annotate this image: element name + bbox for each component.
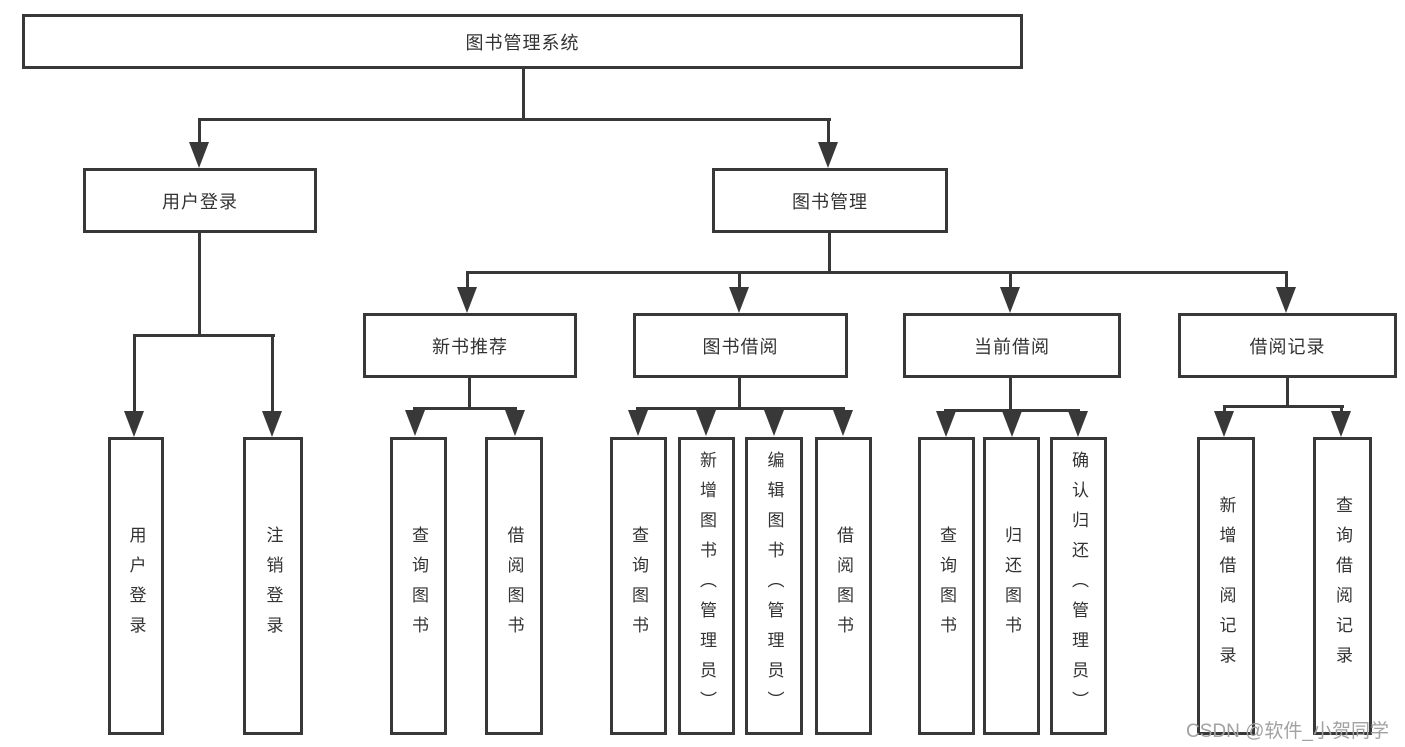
arrow-down-icon [124,411,144,437]
arrow-down-icon [189,142,209,168]
node-label: 用户登录 [162,191,238,212]
leaf-nb-query-book: 查询图书 [390,437,447,735]
node-label: 查询图书 [629,526,648,646]
leaf-user-login: 用户登录 [108,437,164,735]
node-label: 用户登录 [126,526,146,646]
connector-arrow-line [198,118,201,146]
node-label: 新书推荐 [432,336,508,357]
leaf-bb-query-book: 查询图书 [610,437,667,735]
arrow-down-icon [818,142,838,168]
arrow-down-icon [405,410,425,436]
connector-arrow-line [133,334,136,414]
node-label: 新增借阅记录 [1216,496,1236,676]
node-label: 图书管理系统 [465,32,580,53]
node-label: 图书管理 [792,191,868,212]
connector-root-stub [522,66,525,121]
node-current-borrow: 当前借阅 [903,313,1121,378]
connector-book-mgmt-rail [466,271,1288,274]
leaf-cb-query-book: 查询图书 [918,437,975,735]
leaf-br-query-record: 查询借阅记录 [1313,437,1372,735]
arrow-down-icon [628,410,648,436]
arrow-down-icon [1002,411,1022,437]
csdn-watermark: CSDN @软件_小贺同学 [1186,721,1389,742]
node-label: 图书借阅 [702,336,779,357]
connector-arrow-line [1340,405,1343,414]
connector-arrow-line [1223,405,1226,414]
leaf-nb-borrow-book: 借阅图书 [485,437,543,735]
leaf-bb-borrow-book: 借阅图书 [815,437,872,735]
node-label: 借阅图书 [504,526,524,646]
node-label: 注销登录 [263,526,283,646]
node-label: 查询借阅记录 [1333,496,1352,676]
connector-arrow-line [1285,271,1288,291]
leaf-bb-add-book-admin: 新增图书（管理员） [678,437,735,735]
node-label: 当前借阅 [974,336,1050,357]
connector-book-mgmt-stub [828,231,831,274]
connector-user-login-stub [198,231,201,337]
arrow-down-icon [936,411,956,437]
node-library-management-system: 图书管理系统 [22,14,1023,69]
arrow-down-icon [457,287,477,313]
connector-borrow-record-stub [1286,376,1289,408]
arrow-down-icon [1214,411,1234,437]
leaf-cb-confirm-return-admin: 确认归还（管理员） [1050,437,1107,735]
node-label: 查询图书 [409,526,428,646]
node-label: 新增图书（管理员） [697,451,716,721]
node-label: 借阅图书 [834,526,853,646]
connector-arrow-line [271,334,274,414]
arrow-down-icon [262,411,282,437]
arrow-down-icon [1068,411,1088,437]
node-borrow-record: 借阅记录 [1178,313,1397,378]
arrow-down-icon [833,410,853,436]
connector-arrow-line [827,118,830,146]
leaf-bb-edit-book-admin: 编辑图书（管理员） [745,437,803,735]
connector-book-borrow-rail [636,407,845,410]
connector-arrow-line [466,271,469,291]
connector-user-login-rail [133,334,275,337]
arrow-down-icon [696,410,716,436]
node-new-book-recommend: 新书推荐 [363,313,577,378]
connector-current-borrow-rail [944,409,1080,412]
connector-arrow-line [738,271,741,291]
node-label: 确认归还（管理员） [1069,451,1088,721]
node-book-management: 图书管理 [712,168,948,233]
arrow-down-icon [1276,287,1296,313]
node-label: 编辑图书（管理员） [764,451,784,721]
connector-new-book-rail [413,407,517,410]
connector-new-book-stub [468,376,471,410]
node-user-login: 用户登录 [83,168,317,233]
node-label: 归还图书 [1002,526,1021,646]
connector-current-borrow-stub [1009,376,1012,412]
connector-book-borrow-stub [738,376,741,410]
arrow-down-icon [729,287,749,313]
arrow-down-icon [764,410,784,436]
connector-arrow-line [1009,271,1012,291]
connector-l1-rail [198,118,831,121]
node-book-borrow: 图书借阅 [633,313,848,378]
node-label: 查询图书 [937,526,956,646]
leaf-br-add-record: 新增借阅记录 [1197,437,1255,735]
arrow-down-icon [1331,411,1351,437]
connector-borrow-record-rail [1223,405,1344,408]
arrow-down-icon [505,410,525,436]
node-label: 借阅记录 [1249,336,1326,357]
arrow-down-icon [1000,287,1020,313]
leaf-logout-login: 注销登录 [243,437,303,735]
leaf-cb-return-book: 归还图书 [983,437,1040,735]
